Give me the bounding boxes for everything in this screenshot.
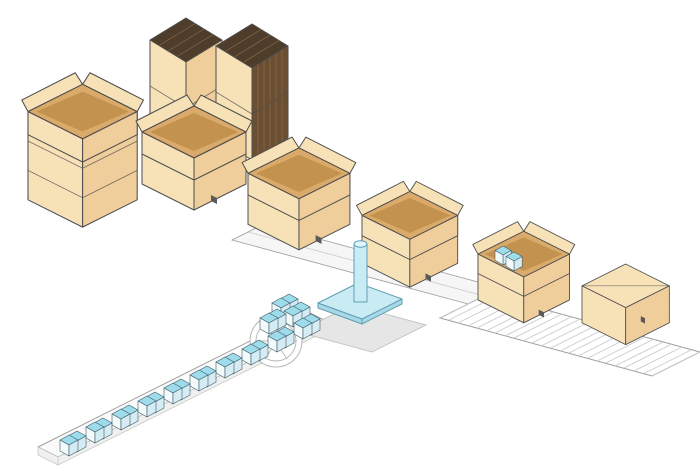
roller	[540, 321, 590, 347]
top-hatch	[158, 23, 196, 46]
open-case-staged	[135, 94, 253, 211]
roller	[522, 316, 572, 342]
roller	[623, 343, 673, 369]
top-hatch	[233, 34, 271, 58]
roller	[596, 336, 646, 362]
roller	[614, 341, 664, 367]
roller	[605, 338, 655, 364]
open-case-tall-empty	[21, 72, 145, 228]
top-hatch	[167, 28, 205, 52]
stack-seam	[251, 91, 289, 115]
roller	[642, 349, 692, 375]
roller	[550, 323, 600, 349]
roller	[633, 346, 683, 372]
packer-cylinder-top	[353, 240, 368, 248]
roller	[504, 311, 554, 337]
top-hatch	[176, 34, 214, 57]
top-hatch	[224, 29, 262, 52]
case-packer	[317, 240, 403, 325]
infeed-belt-end	[37, 446, 59, 466]
top-hatch	[242, 40, 280, 63]
stack-seam	[215, 91, 253, 115]
roller	[651, 351, 700, 377]
roller	[513, 313, 563, 339]
roller	[531, 318, 581, 344]
product-packs-infeed	[60, 294, 320, 456]
packer-cylinder	[353, 243, 368, 303]
